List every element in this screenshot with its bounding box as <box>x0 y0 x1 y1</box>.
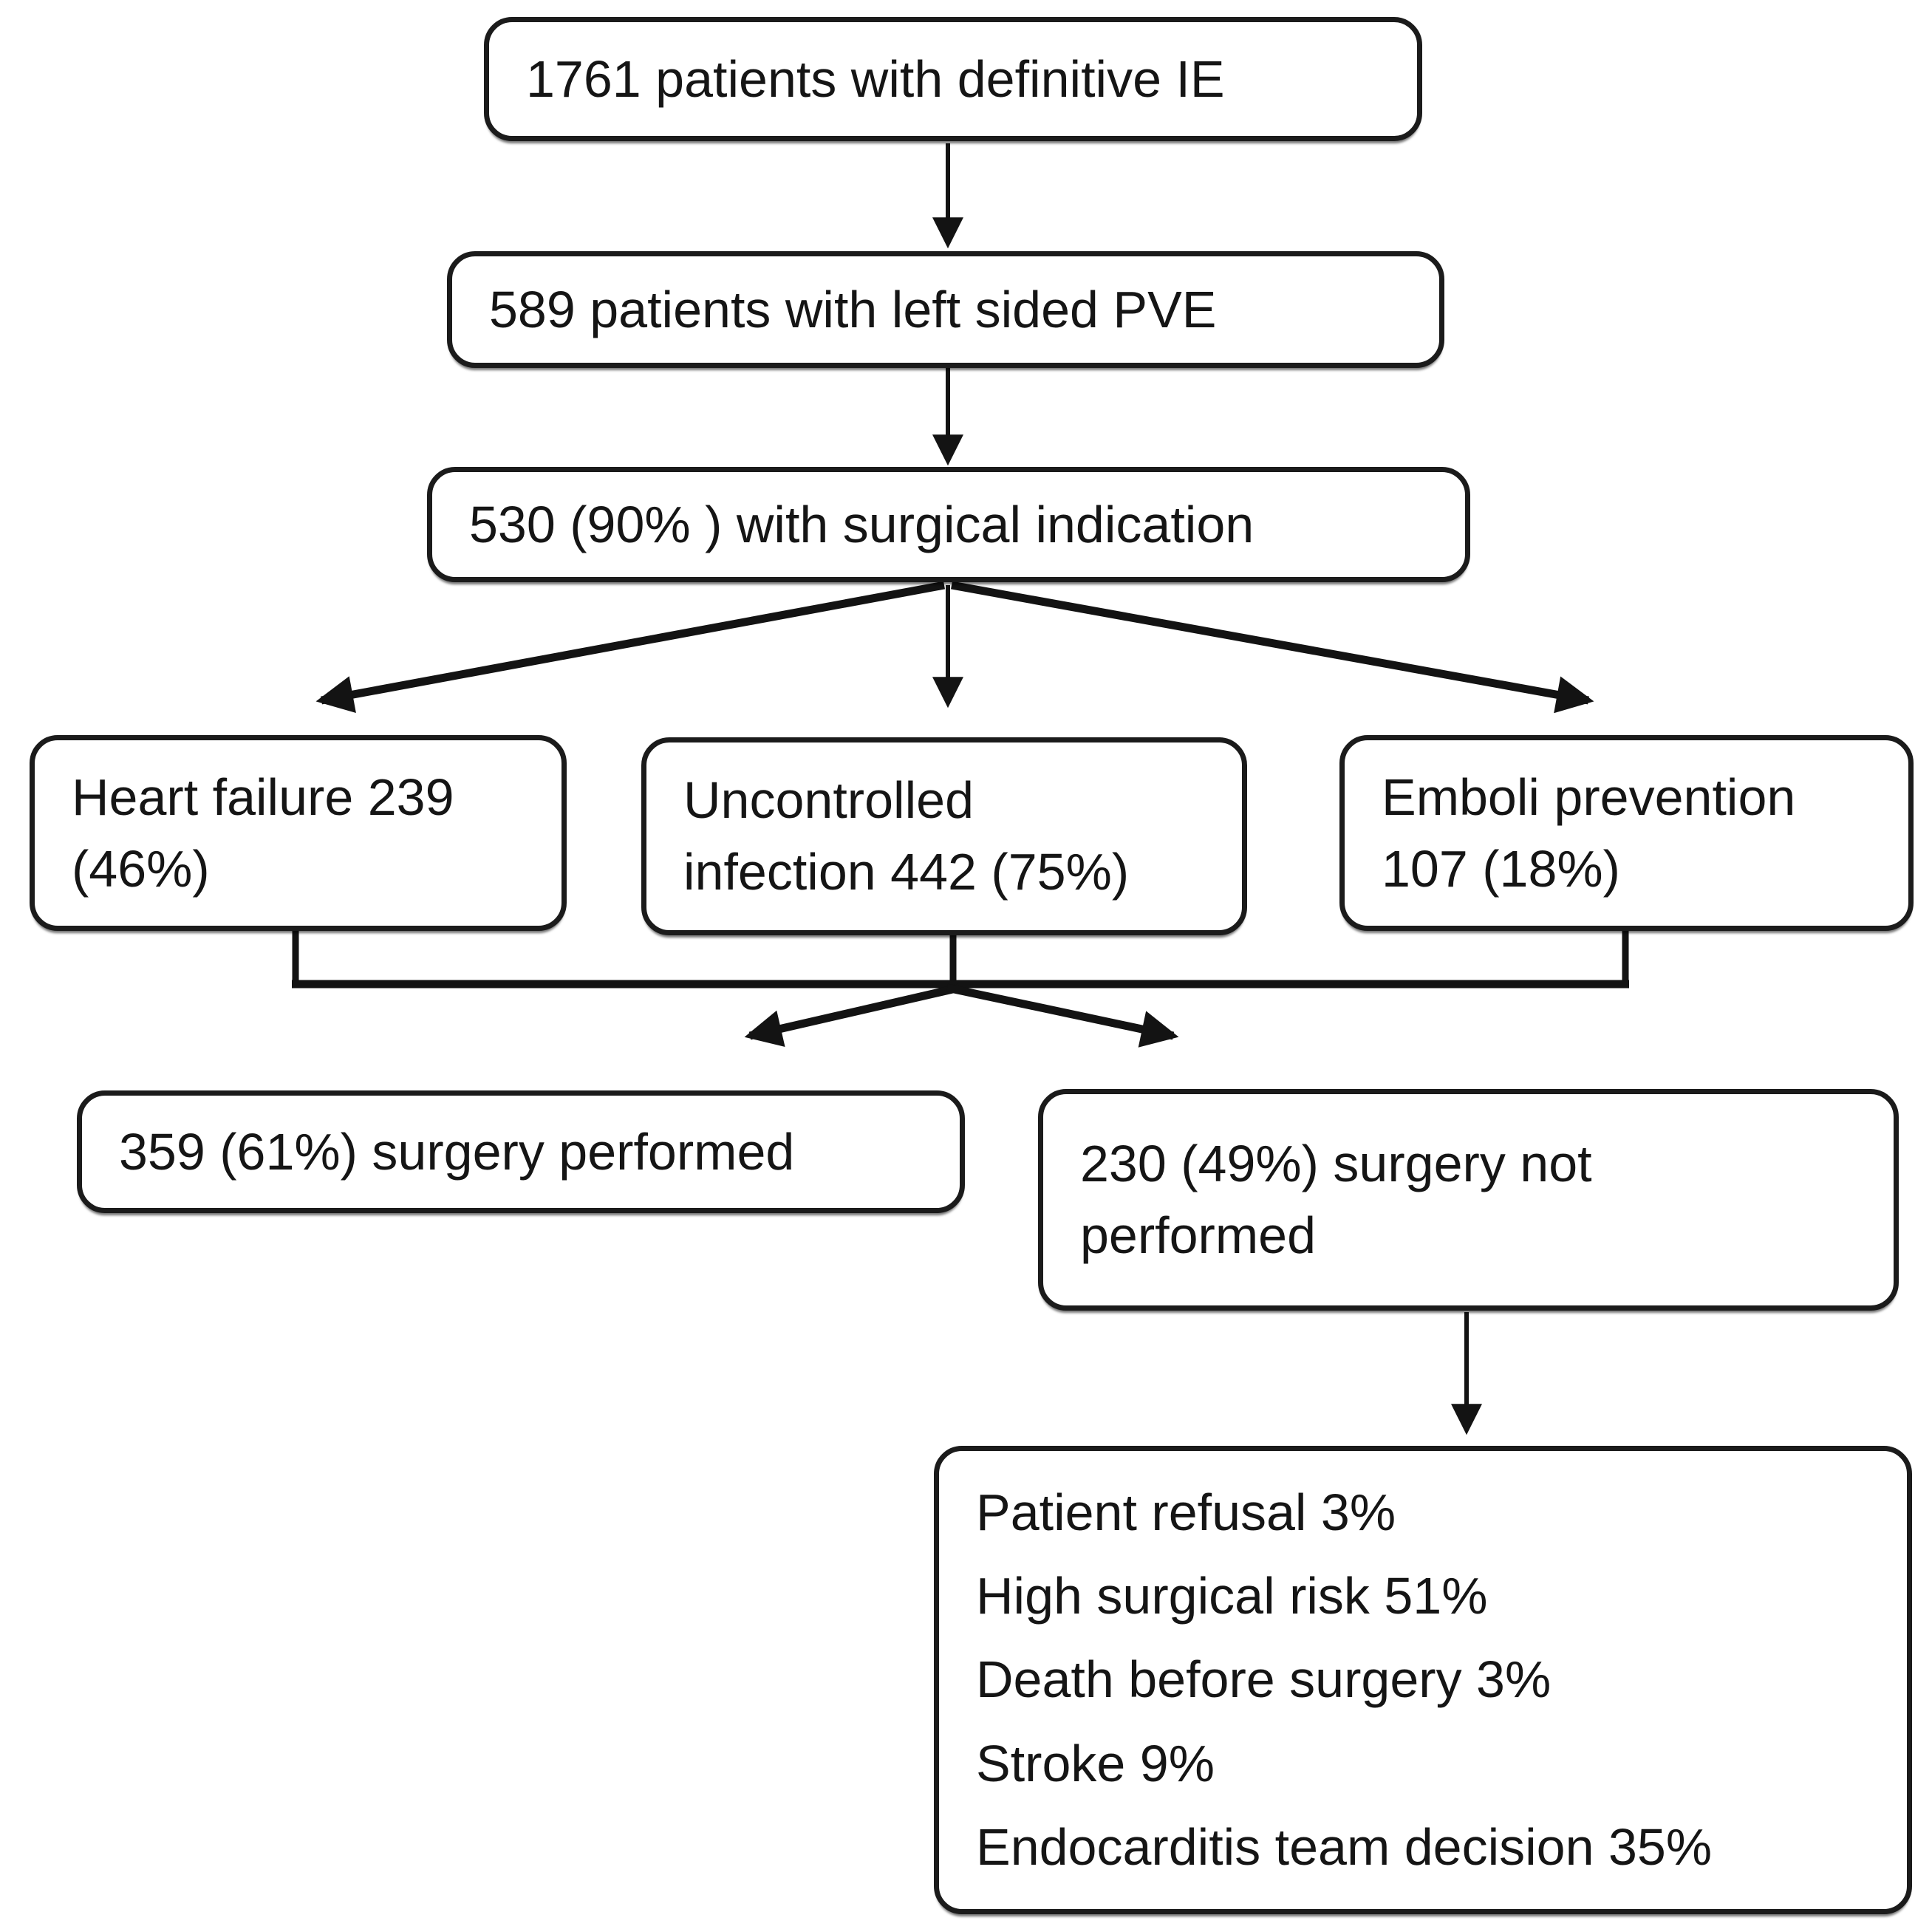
arrow-indication-to-heart-failure <box>315 581 946 714</box>
arrow-to-surgery-performed <box>744 983 960 1048</box>
arrow-to-surgery-not-performed <box>946 983 1179 1048</box>
node-surgical-indication-label: 530 (90% ) with surgical indication <box>469 495 1255 553</box>
node-text-line: Death before surgery 3% <box>976 1650 1552 1709</box>
node-text-line: Uncontrolled <box>683 771 974 830</box>
node-text-line: Stroke 9% <box>976 1734 1215 1792</box>
node-text-line: Emboli prevention <box>1382 768 1796 826</box>
node-surgery-performed-label: 359 (61%) surgery performed <box>119 1122 795 1181</box>
node-surgical-indication: 530 (90% ) with surgical indication <box>427 467 1470 582</box>
node-surgery-performed: 359 (61%) surgery performed <box>77 1090 965 1213</box>
node-text-line: infection 442 (75%) <box>683 843 1130 901</box>
node-text-line: Endocarditis team decision 35% <box>976 1818 1713 1877</box>
node-surgery-not-performed: 230 (49%) surgery not performed <box>1038 1089 1899 1311</box>
node-text-line: 230 (49%) surgery not <box>1080 1135 1592 1193</box>
node-text-line: 107 (18%) <box>1382 839 1620 898</box>
node-definitive-ie: 1761 patients with definitive IE <box>484 17 1422 141</box>
node-uncontrolled-infection: Uncontrolled infection 442 (75%) <box>641 737 1247 935</box>
node-emboli-prevention: Emboli prevention 107 (18%) <box>1339 735 1914 931</box>
node-text-line: (46%) <box>72 839 210 898</box>
node-left-sided-pve-label: 589 patients with left sided PVE <box>489 280 1217 338</box>
node-text-line: Patient refusal 3% <box>976 1483 1396 1541</box>
arrow-indication-to-emboli-prevention <box>951 581 1594 714</box>
node-heart-failure: Heart failure 239 (46%) <box>30 735 567 931</box>
node-text-line: performed <box>1080 1206 1317 1264</box>
node-definitive-ie-label: 1761 patients with definitive IE <box>526 49 1225 108</box>
node-text-line: Heart failure 239 <box>72 768 454 826</box>
node-text-line: High surgical risk 51% <box>976 1566 1488 1625</box>
node-left-sided-pve: 589 patients with left sided PVE <box>447 251 1444 368</box>
node-surgery-not-performed-reasons: Patient refusal 3% High surgical risk 51… <box>934 1446 1912 1914</box>
